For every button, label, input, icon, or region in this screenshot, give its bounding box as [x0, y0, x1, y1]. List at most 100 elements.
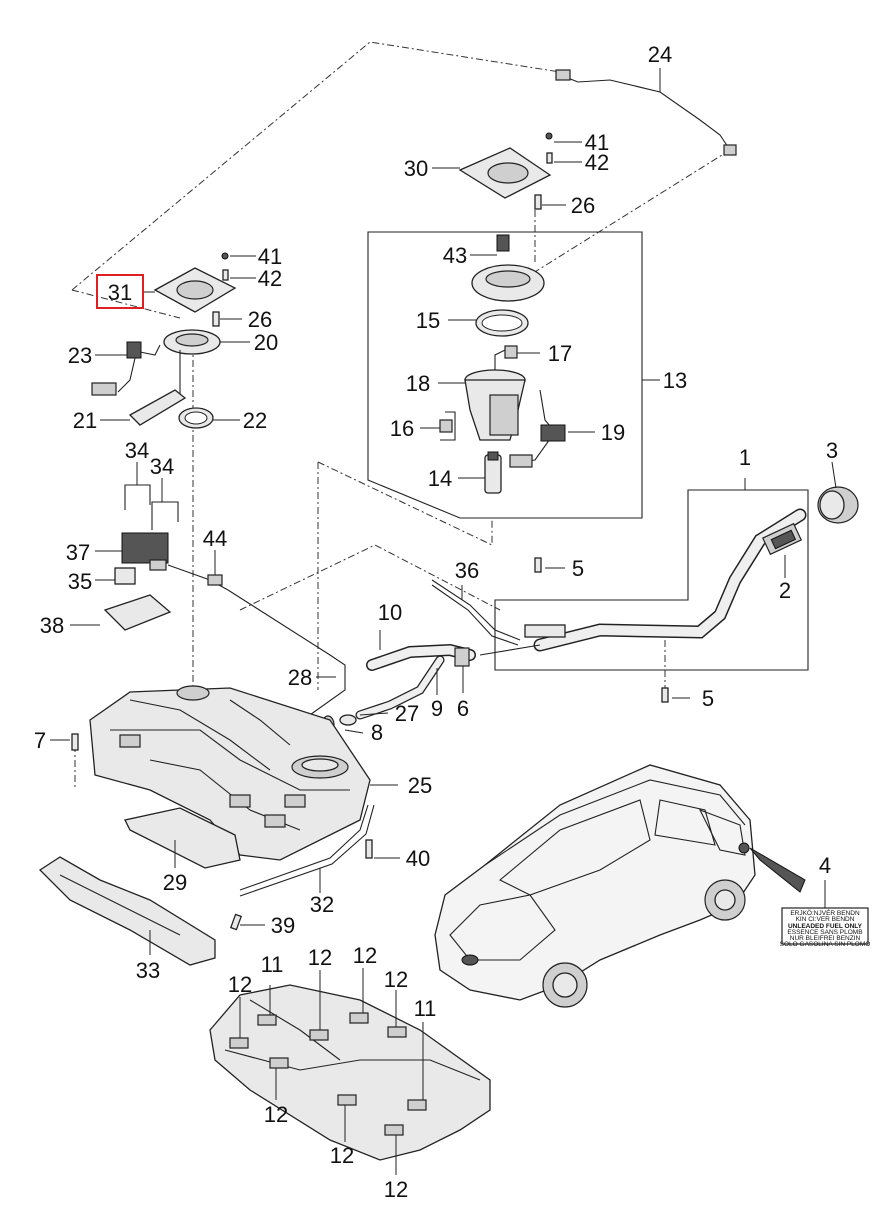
callout: 42 — [258, 266, 282, 291]
floor-cover — [209, 968, 491, 1175]
vapor-line — [227, 589, 346, 723]
screw-42-top — [546, 152, 582, 164]
callout: 12 — [308, 945, 332, 970]
screw-42-left — [222, 269, 256, 281]
bolt-5-upper — [534, 557, 565, 573]
callout: 12 — [384, 1177, 408, 1202]
screw-26-top — [534, 194, 566, 210]
callout: 8 — [371, 720, 383, 745]
callout: 26 — [571, 193, 595, 218]
callout: 22 — [243, 408, 267, 433]
callout: 29 — [163, 870, 187, 895]
pump-clip — [420, 411, 456, 441]
pump-flange — [470, 234, 545, 302]
callout: 44 — [203, 526, 227, 551]
callout: 36 — [455, 558, 479, 583]
callout: 39 — [271, 913, 295, 938]
callout: 38 — [40, 613, 64, 638]
fuel-cap — [817, 461, 859, 524]
bolt-39 — [229, 913, 265, 931]
canister — [95, 532, 169, 571]
pump-harness — [509, 389, 595, 468]
filler-neck-box — [494, 478, 809, 671]
callout: 18 — [406, 371, 430, 396]
filler-hose — [355, 630, 476, 720]
callout: 1 — [739, 445, 751, 470]
callouts: 1 2 3 4 5 5 6 7 8 9 10 11 11 12 12 12 12… — [34, 42, 838, 1202]
bolt-5-lower — [661, 640, 690, 703]
callout: 12 — [264, 1102, 288, 1127]
callout: 11 — [261, 952, 284, 977]
heat-shield — [124, 807, 241, 869]
callout: 26 — [248, 307, 272, 332]
highlight-box-31 — [96, 274, 144, 309]
fuel-pump — [458, 451, 502, 494]
label-line-5: NUR BLEIFREI BENZIN — [790, 935, 861, 942]
callout: 31 — [108, 280, 132, 305]
canister-bracket — [70, 594, 172, 631]
fuel-tank — [89, 685, 398, 861]
callout: 3 — [826, 438, 838, 463]
callout: 12 — [384, 967, 408, 992]
sender-plate-cover — [143, 267, 237, 313]
callout: 19 — [601, 420, 625, 445]
callout: 41 — [258, 244, 282, 269]
screw-41-top — [545, 132, 582, 143]
callout: 42 — [585, 150, 609, 175]
label-line-2: KIN CI:VER BENDN — [796, 916, 855, 923]
callout: 32 — [310, 892, 334, 917]
fuel-level-sender — [91, 341, 161, 396]
callout: 12 — [228, 972, 252, 997]
callout: 37 — [66, 540, 90, 565]
callout: 5 — [702, 686, 714, 711]
sender-arm — [100, 389, 187, 426]
callout: 30 — [404, 156, 428, 181]
pump-cover-plate — [432, 147, 552, 199]
canister-pad — [95, 567, 136, 585]
callout: 5 — [572, 556, 584, 581]
pump-reservoir — [438, 369, 526, 441]
callout: 17 — [548, 341, 572, 366]
bolt-7 — [50, 733, 79, 751]
vent-tube — [167, 550, 229, 591]
label-line-6: SOLO GASOLINA SIN PLOMO — [780, 941, 871, 948]
callout: 21 — [73, 408, 97, 433]
label-line-1: ERJKÖ:NJVÉR BENDN — [790, 908, 860, 917]
callout: 7 — [34, 728, 46, 753]
label-line-4: ESSENCE SANS PLOMB — [787, 929, 862, 936]
pump-gasket — [448, 309, 529, 337]
callout: 12 — [330, 1143, 354, 1168]
callout: 40 — [406, 846, 430, 871]
callout: 2 — [779, 578, 791, 603]
callout: 15 — [416, 308, 440, 333]
callout: 13 — [663, 368, 687, 393]
callout: 11 — [414, 996, 437, 1021]
callout: 34 — [125, 438, 149, 463]
callout: 20 — [254, 330, 278, 355]
callout: 34 — [150, 454, 174, 479]
callout: 4 — [819, 853, 831, 878]
screw-26-left — [212, 311, 242, 327]
vehicle — [434, 764, 826, 1008]
callout: 6 — [457, 696, 469, 721]
sender-flange — [163, 329, 250, 395]
callout: 25 — [408, 773, 432, 798]
label-line-3: UNLEADED FUEL ONLY — [788, 923, 863, 930]
callout: 33 — [136, 958, 160, 983]
callout: 28 — [288, 665, 312, 690]
callout: 35 — [68, 569, 92, 594]
tank-strap — [239, 804, 375, 897]
filler-neck-pipe — [479, 508, 807, 656]
canister-straps — [124, 462, 179, 530]
under-cover — [38, 856, 216, 966]
callout: 9 — [431, 696, 443, 721]
assembly-reference-lines — [71, 41, 731, 790]
callout: 16 — [390, 416, 414, 441]
fuel-label: ERJKÖ:NJVÉR BENDN KIN CI:VER BENDN UNLEA… — [780, 907, 871, 948]
screw-41-left — [221, 252, 256, 260]
fuel-pump-module-box — [367, 231, 660, 519]
callout: 27 — [395, 701, 419, 726]
callout: 10 — [378, 600, 402, 625]
sender-gasket — [178, 407, 240, 429]
